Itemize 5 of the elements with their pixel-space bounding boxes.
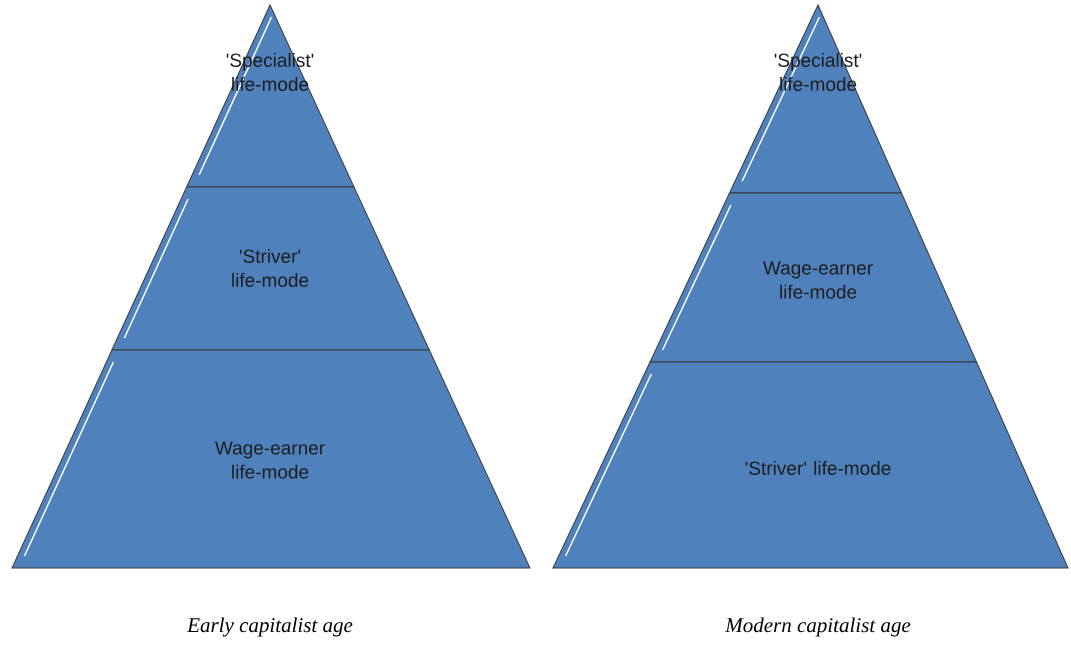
pyramid-tier: 'Striver' life-mode xyxy=(111,186,430,351)
pyramid-tier: Wage-earner life-mode xyxy=(649,192,977,363)
pyramid-tier: 'Striver' life-mode xyxy=(552,361,1069,569)
caption: Early capitalist age xyxy=(186,617,353,637)
caption: Modern capitalist age xyxy=(725,617,911,637)
